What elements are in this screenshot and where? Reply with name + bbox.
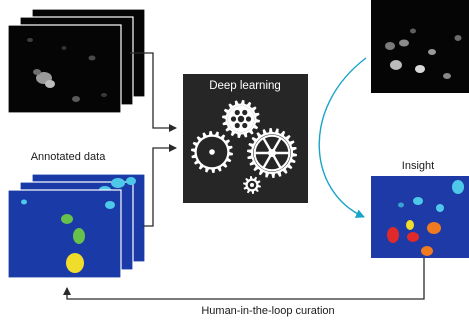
gear-icon: [247, 128, 297, 178]
annotated-image-stack: [7, 173, 146, 279]
annotated-image-front: [7, 189, 122, 279]
raw-image-stack: [7, 8, 146, 114]
raw-output-nuclei: [385, 28, 462, 79]
curation-label: Human-in-the-loop curation: [201, 305, 334, 317]
arrow-curation-loop: [63, 258, 425, 300]
gear-icon: [222, 100, 260, 138]
annotated-masks: [21, 199, 115, 273]
insight-label: Insight: [402, 160, 434, 172]
arrow-prediction-curve: [318, 57, 367, 218]
deep-learning-label: Deep learning: [209, 80, 281, 92]
raw-image-output: [371, 0, 469, 93]
gears-icon-group: [191, 100, 297, 194]
raw-image-nuclei: [27, 38, 107, 102]
annotated-data-label: Annotated data: [31, 151, 107, 163]
arrow-raw-to-model: [130, 52, 177, 132]
raw-image-front: [7, 24, 122, 114]
insight-masks: [387, 180, 464, 256]
arrow-annotated-to-model: [143, 144, 177, 227]
insight-image: [371, 176, 469, 258]
gear-icon: [243, 176, 261, 194]
gear-icon: [191, 131, 233, 173]
